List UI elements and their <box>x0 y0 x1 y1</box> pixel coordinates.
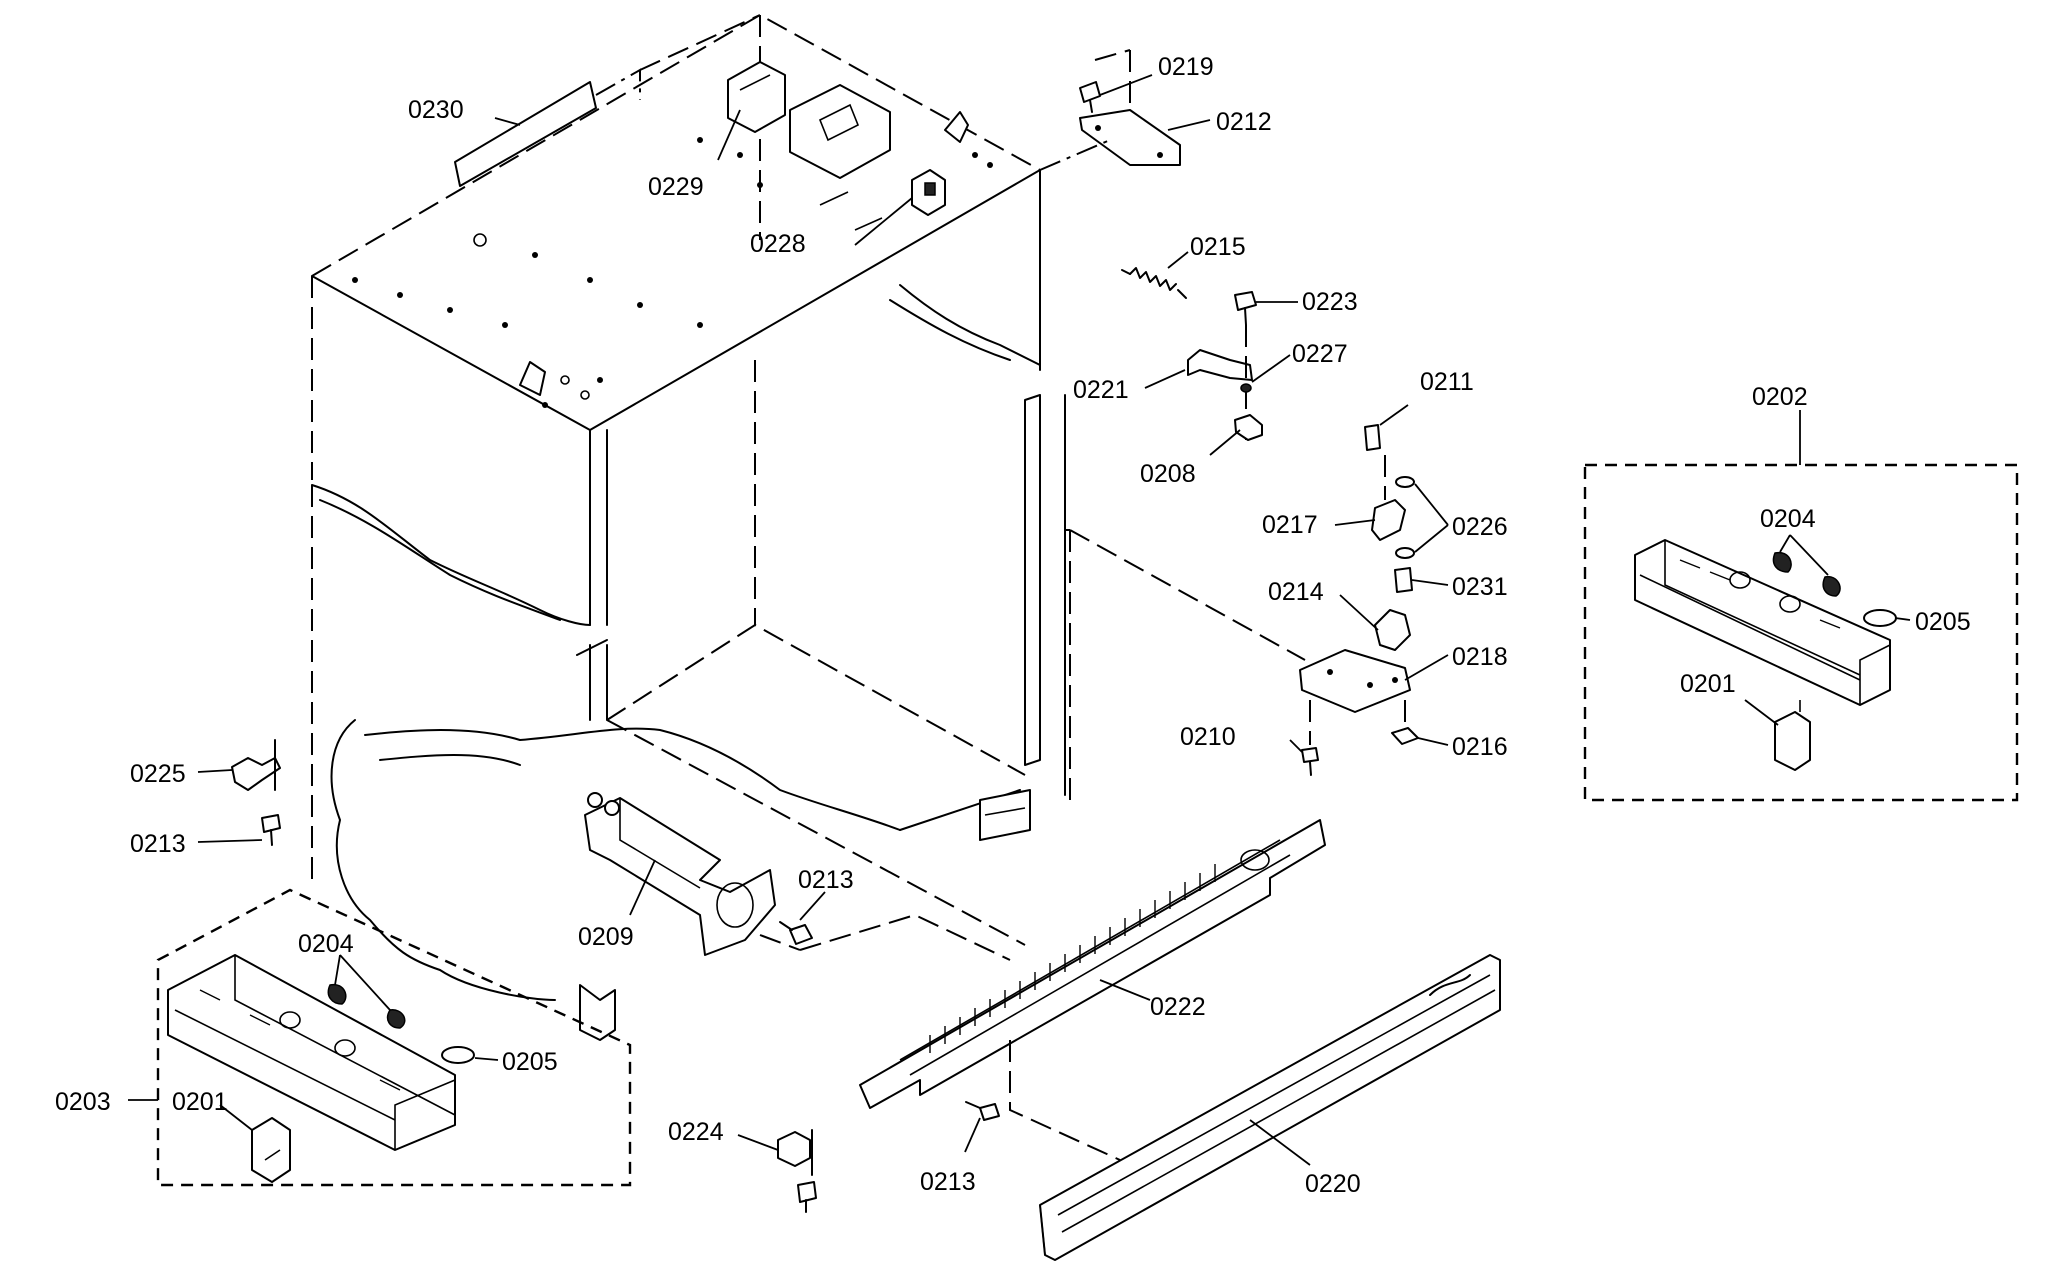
callout-0216: 0216 <box>1452 733 1508 761</box>
part-0213-screw-grille <box>965 1101 1000 1121</box>
part-0211-pin <box>1364 424 1386 500</box>
callout-0214: 0214 <box>1268 578 1324 606</box>
part-0209-duct <box>584 792 801 956</box>
part-0229-relay <box>727 61 891 179</box>
part-0218-hinge-bracket <box>1299 649 1411 745</box>
part-0224-bracket <box>777 1129 813 1176</box>
leader-lines <box>128 74 1911 1166</box>
callout-0219: 0219 <box>1158 53 1214 81</box>
callout-0202: 0202 <box>1752 383 1808 411</box>
callout-0204-left: 0204 <box>298 930 354 958</box>
part-0223-screw <box>1234 291 1257 326</box>
part-0212-hinge-plate <box>1039 109 1181 171</box>
part-0228-switch <box>819 169 946 231</box>
part-0226-washers <box>1395 476 1415 559</box>
part-0213-screw-base <box>797 1181 817 1213</box>
callout-0210: 0210 <box>1180 723 1236 751</box>
part-0219-screw <box>1079 49 1131 130</box>
part-0214-plate <box>1374 609 1411 651</box>
cabinet-outline <box>311 13 1306 1041</box>
part-0208-nut <box>1234 414 1263 441</box>
part-0213-screw-duct <box>779 921 813 945</box>
part-0216-nut <box>1391 700 1419 745</box>
callout-0205-left: 0205 <box>502 1048 558 1076</box>
callout-0201-left: 0201 <box>172 1088 228 1116</box>
part-0210-screw <box>1301 747 1319 776</box>
callout-0231: 0231 <box>1452 573 1508 601</box>
part-0231-bushing <box>1394 567 1413 593</box>
callout-0213-left: 0213 <box>130 830 186 858</box>
callout-0223: 0223 <box>1302 288 1358 316</box>
part-0213-screw-left <box>261 814 281 846</box>
callout-0222: 0222 <box>1150 993 1206 1021</box>
callout-0213-base: 0213 <box>920 1168 976 1196</box>
callout-0217: 0217 <box>1262 511 1318 539</box>
callout-0227: 0227 <box>1292 340 1348 368</box>
callout-0230: 0230 <box>408 96 464 124</box>
part-0222-grille <box>859 819 1326 1161</box>
callout-0229: 0229 <box>648 173 704 201</box>
callout-0204-right: 0204 <box>1760 505 1816 533</box>
callout-0225: 0225 <box>130 760 186 788</box>
callout-0201-right: 0201 <box>1680 670 1736 698</box>
part-0215-spring <box>1121 267 1187 299</box>
callout-0208: 0208 <box>1140 460 1196 488</box>
callout-0224: 0224 <box>668 1118 724 1146</box>
callout-0215: 0215 <box>1190 233 1246 261</box>
part-0230-panel <box>454 14 761 187</box>
callout-0209: 0209 <box>578 923 634 951</box>
top-panel-holes <box>352 137 993 408</box>
callout-0203: 0203 <box>55 1088 111 1116</box>
inset-box-0202 <box>1583 463 2019 802</box>
callout-0221: 0221 <box>1073 376 1129 404</box>
callout-0212: 0212 <box>1216 108 1272 136</box>
part-0225-bracket <box>231 739 281 791</box>
callout-0213-duct: 0213 <box>798 866 854 894</box>
callout-0205-right: 0205 <box>1915 608 1971 636</box>
callout-0220: 0220 <box>1305 1170 1361 1198</box>
inset-box-0203 <box>156 888 632 1187</box>
callout-labels: 0230 0229 0228 0219 0212 0215 0223 0221 … <box>55 53 1971 1198</box>
callout-0228: 0228 <box>750 230 806 258</box>
callout-0226: 0226 <box>1452 513 1508 541</box>
part-0217-plate <box>1371 499 1406 541</box>
callout-0218: 0218 <box>1452 643 1508 671</box>
callout-0211: 0211 <box>1420 368 1474 396</box>
part-0227-washer <box>1240 383 1252 393</box>
part-0220-kickplate <box>1039 954 1501 1261</box>
